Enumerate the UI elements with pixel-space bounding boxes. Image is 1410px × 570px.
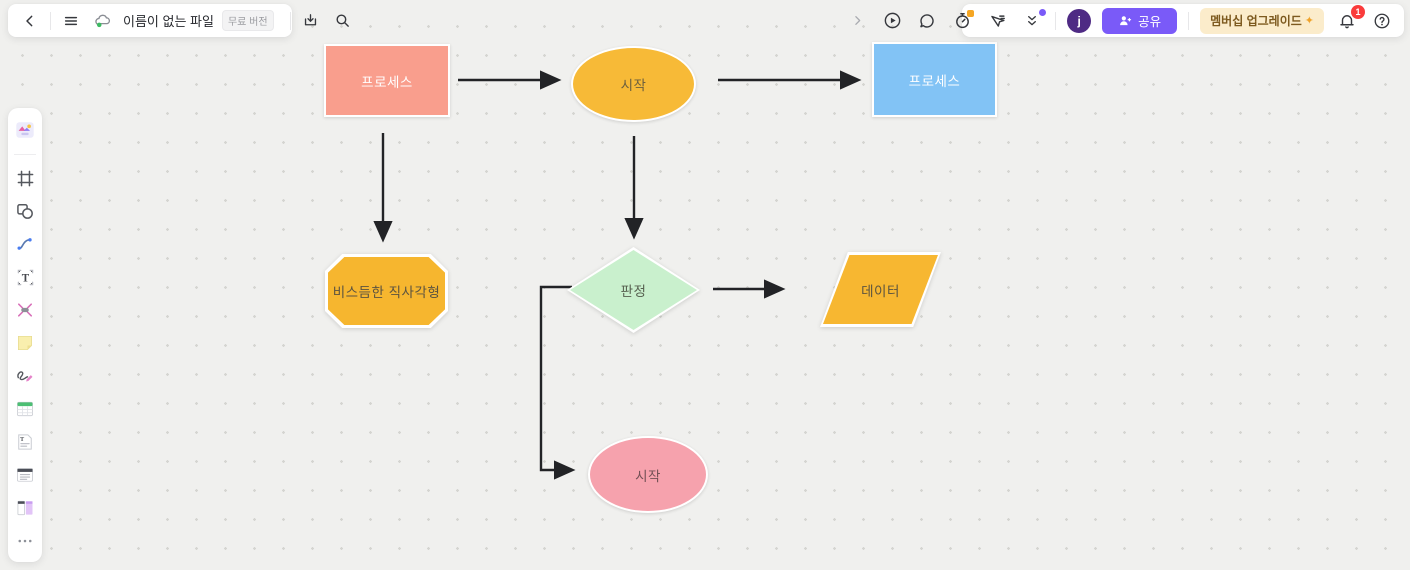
flow-node-start-1[interactable]: 시작 [571, 46, 696, 122]
upgrade-label: 멤버십 업그레이드 [1210, 14, 1302, 28]
table-tool[interactable] [13, 399, 37, 419]
divider [1188, 11, 1190, 30]
comment-button[interactable] [915, 9, 939, 33]
cloud-sync-icon [91, 9, 115, 33]
shapes-tool[interactable] [13, 201, 37, 221]
node-label: 프로세스 [361, 74, 413, 90]
divider [50, 11, 51, 30]
help-button[interactable] [1370, 9, 1394, 33]
notifications-button[interactable]: 1 [1335, 4, 1365, 33]
notification-count-badge: 1 [1351, 4, 1365, 19]
templates-tool[interactable] [13, 119, 37, 141]
list-tool[interactable] [13, 465, 37, 485]
collapse-toolbar-button[interactable] [1020, 8, 1047, 33]
tools-sidebar: T T [8, 108, 42, 562]
text-tool[interactable]: T [13, 267, 37, 287]
upgrade-button[interactable]: 멤버십 업그레이드 ✦ [1200, 7, 1324, 34]
share-person-icon [1120, 15, 1132, 25]
present-button[interactable] [880, 9, 904, 33]
sticky-note-tool[interactable] [13, 333, 37, 353]
flow-node-process-1[interactable]: 프로세스 [324, 44, 450, 117]
more-tools-button[interactable] [13, 531, 37, 551]
node-label: 시작 [635, 468, 661, 484]
connector-tool[interactable] [13, 234, 37, 254]
mindmap-tool[interactable] [13, 300, 37, 320]
main-menu-button[interactable] [59, 9, 83, 33]
back-button[interactable] [18, 9, 42, 33]
divider [289, 11, 291, 30]
kanban-tool[interactable] [13, 498, 37, 518]
divider [14, 154, 36, 155]
node-label: 비스듬한 직사각형 [332, 285, 441, 300]
node-label: 판정 [620, 284, 647, 299]
divider [1055, 11, 1057, 30]
node-label: 데이터 [861, 283, 900, 299]
sparkle-icon: ✦ [1304, 15, 1314, 27]
flow-node-decision[interactable]: 판정 [567, 247, 700, 333]
search-button[interactable] [331, 9, 355, 33]
topbar-left: 이름이 없는 파일 무료 버전 [8, 4, 349, 37]
svg-text:T: T [21, 272, 29, 284]
flow-node-start-2[interactable]: 시작 [588, 436, 708, 513]
file-name[interactable]: 이름이 없는 파일 [123, 14, 214, 29]
topbar-right: j 공유 멤버십 업그레이드 ✦ 1 [854, 4, 1404, 37]
flow-node-process-2[interactable]: 프로세스 [872, 42, 997, 117]
flow-node-beveled-rect[interactable]: 비스듬한 직사각형 [325, 254, 448, 328]
timer-button[interactable] [950, 9, 975, 33]
document-tool[interactable]: T [13, 432, 37, 452]
timer-notification-dot [967, 9, 975, 17]
plan-badge: 무료 버전 [221, 10, 274, 31]
frame-tool[interactable] [13, 168, 37, 188]
download-button[interactable] [299, 9, 323, 33]
share-label: 공유 [1138, 15, 1162, 29]
node-label: 프로세스 [908, 73, 961, 89]
node-label: 시작 [620, 78, 647, 93]
laser-pointer-button[interactable] [985, 9, 1009, 33]
flow-node-data[interactable]: 데이터 [820, 252, 941, 327]
collapse-notification-dot [1039, 8, 1047, 16]
share-button[interactable]: 공유 [1102, 7, 1178, 34]
pen-tool[interactable] [13, 366, 37, 386]
expand-toolbar-button[interactable] [845, 9, 869, 33]
user-avatar[interactable]: j [1067, 8, 1092, 33]
shape-fill [328, 257, 445, 325]
svg-text:T: T [20, 436, 25, 443]
